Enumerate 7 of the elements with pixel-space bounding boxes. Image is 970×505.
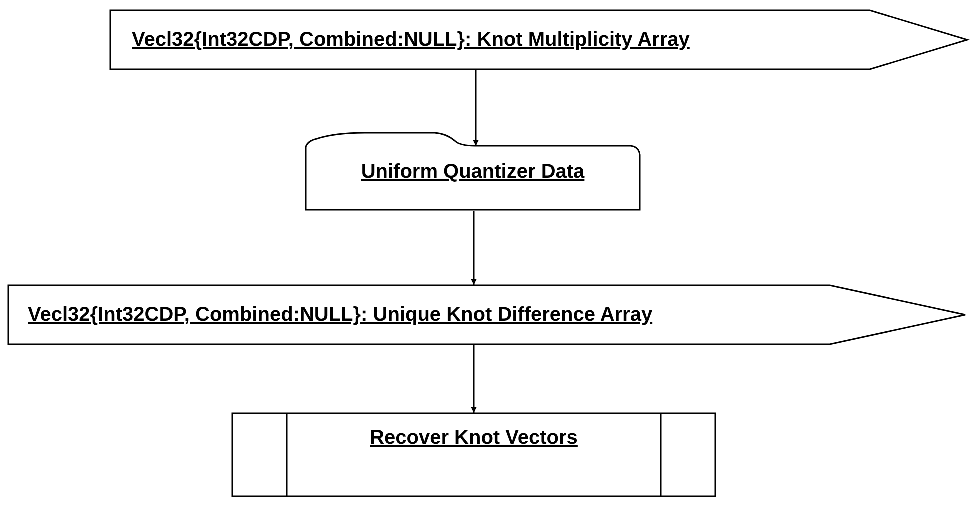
node-label: Vecl32{Int32CDP, Combined:NULL}: Unique Knot Difference Array [28, 303, 653, 327]
node-label: Recover Knot Vectors [369, 426, 579, 450]
arrow [473, 70, 479, 146]
node-label: Uniform Quantizer Data [360, 160, 586, 184]
arrow [471, 211, 477, 285]
node-label: Vecl32{Int32CDP, Combined:NULL}: Knot Multiplicity Array [132, 28, 690, 52]
arrow [471, 345, 477, 413]
